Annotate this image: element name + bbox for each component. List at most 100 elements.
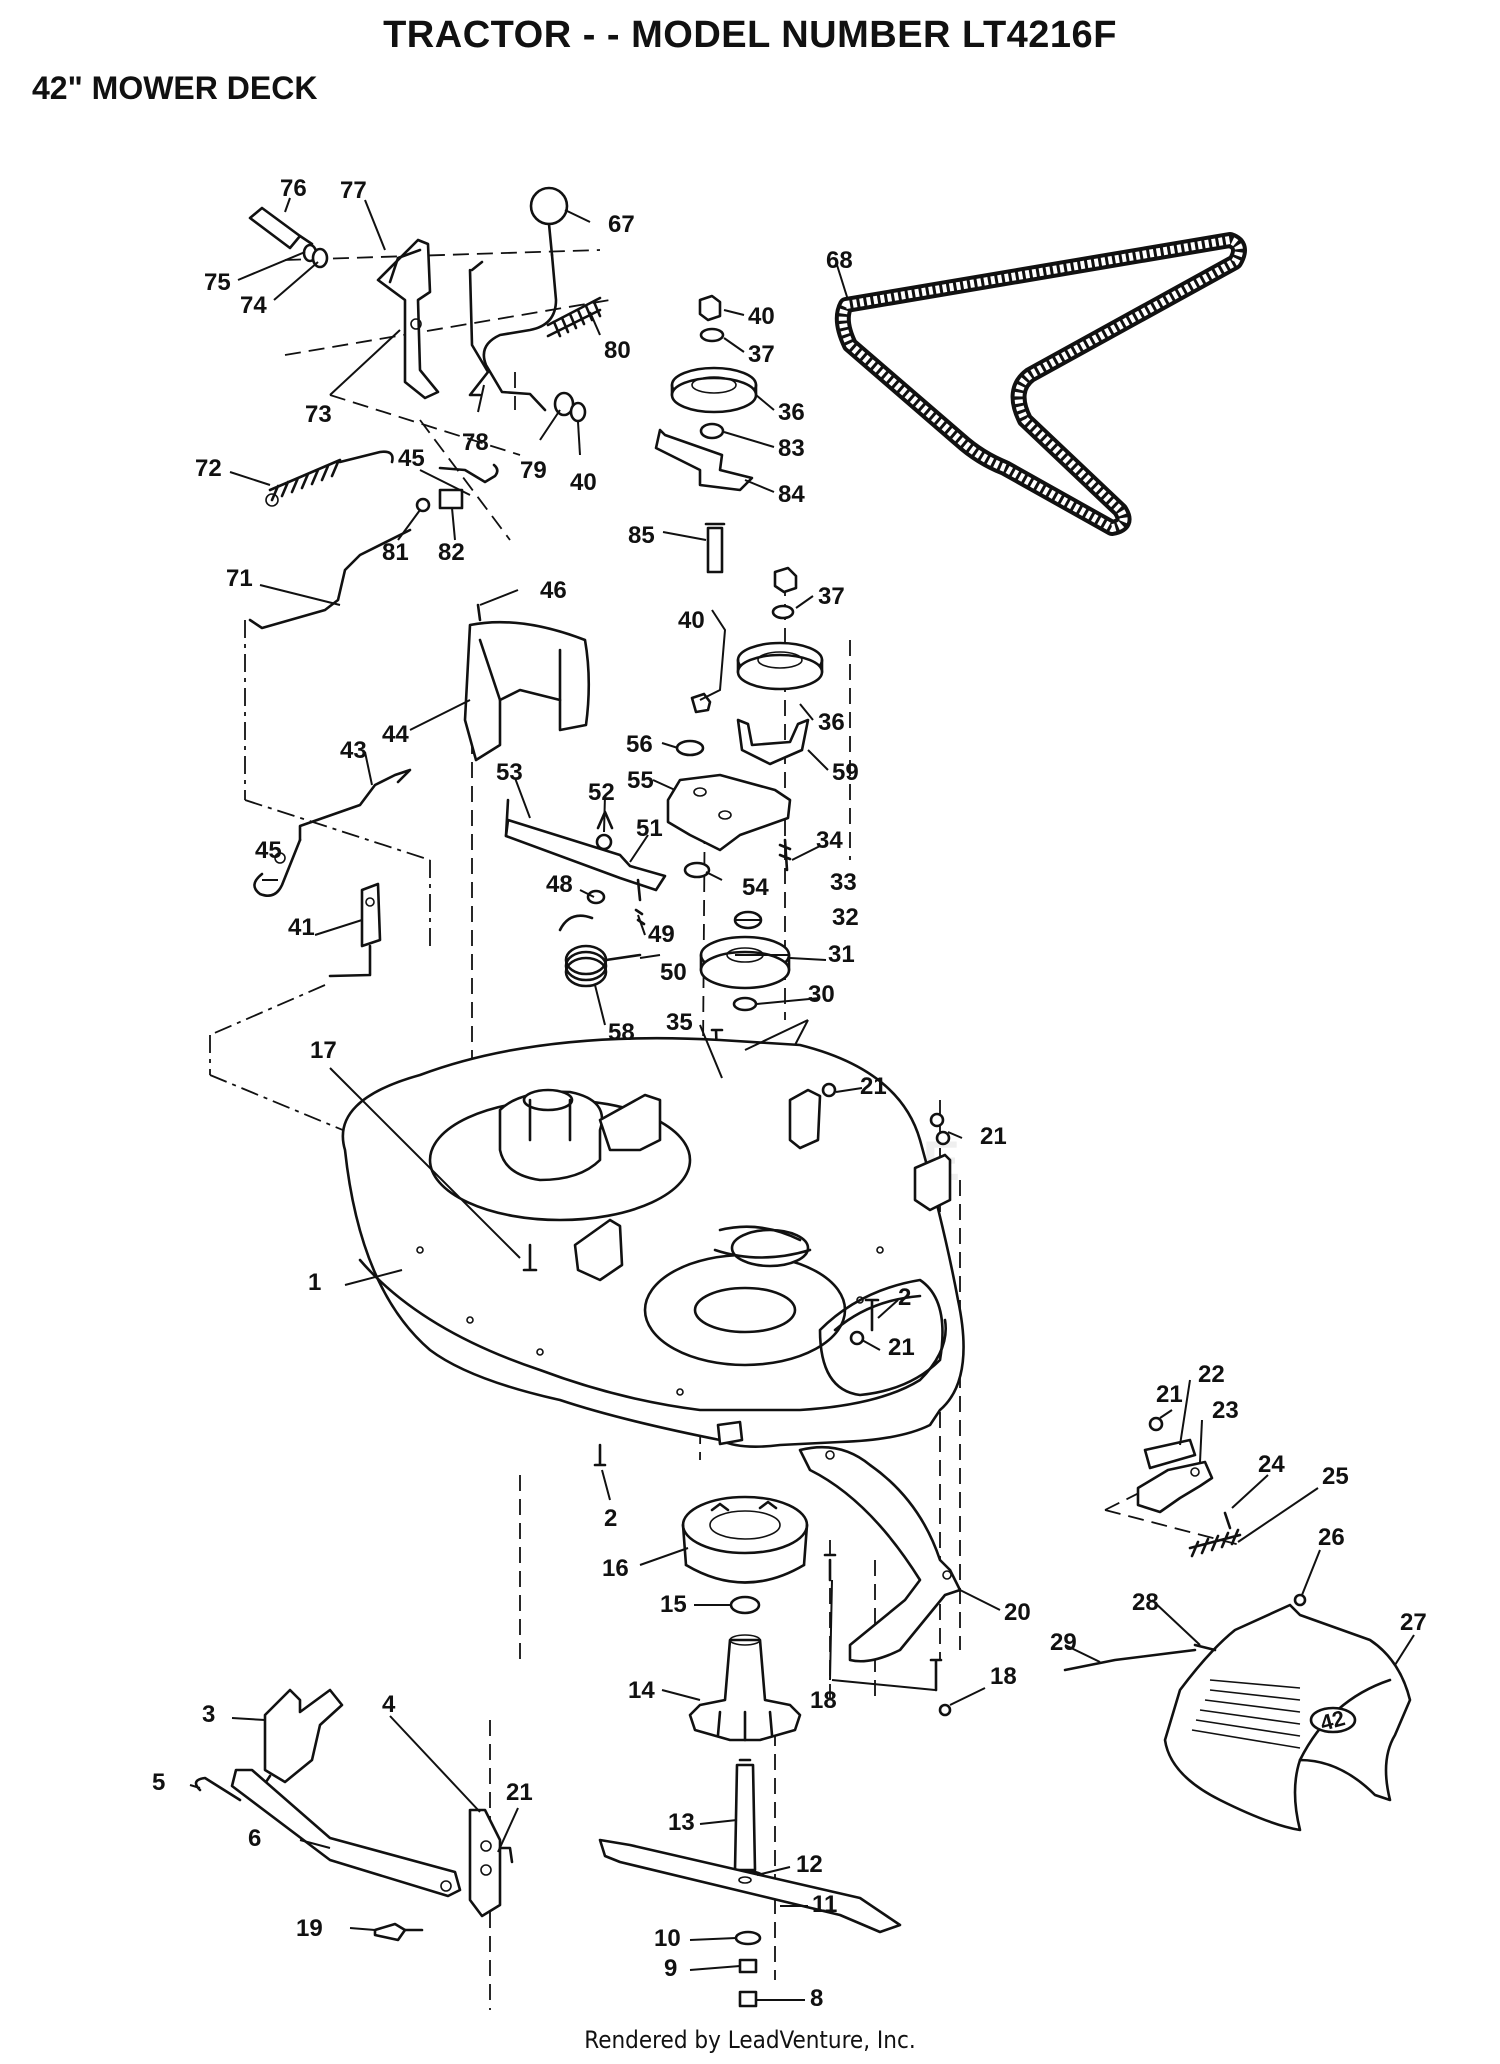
callout-46: 46 [540,577,567,604]
rod-71 [248,528,412,630]
callout-20: 20 [1004,1599,1031,1626]
block-82 [438,488,464,510]
callout-26: 26 [1318,1524,1345,1551]
callout-30: 30 [808,981,835,1008]
callout-44: 44 [382,721,409,748]
callout-52: 52 [588,779,615,806]
callout-76: 76 [280,175,307,202]
callout-80: 80 [604,337,631,364]
discharge-chute-assembly: 42 [1063,1416,1412,1832]
callout-40-a: 40 [570,469,597,496]
callout-43: 43 [340,737,367,764]
callout-74: 74 [240,292,267,319]
callout-82: 82 [438,539,465,566]
callout-12: 12 [796,1851,823,1878]
callout-31: 31 [828,941,855,968]
callout-2-a: 2 [898,1284,911,1311]
callout-23: 23 [1212,1397,1239,1424]
callout-3: 3 [202,1701,215,1728]
callout-24: 24 [1258,1451,1285,1478]
drive-belt-68 [834,232,1247,536]
callout-21-c: 21 [888,1334,915,1361]
callout-34: 34 [816,827,843,854]
deflector-arm-20 [798,1445,962,1717]
callout-21-b: 21 [980,1123,1007,1150]
callout-18-b: 18 [990,1663,1017,1690]
callout-15: 15 [660,1591,687,1618]
callout-68: 68 [826,247,853,274]
callout-11: 11 [812,1891,837,1918]
callout-10: 10 [654,1925,681,1952]
callout-40-c: 40 [678,607,705,634]
callout-56: 56 [626,731,653,758]
callout-21-e: 21 [506,1779,533,1806]
idler-pulley-upper [654,294,758,574]
callout-49: 49 [648,921,675,948]
callout-45-b: 45 [255,837,282,864]
callout-81: 81 [382,539,409,566]
callout-labels: 76 77 67 75 74 73 78 79 40 80 72 45 81 8… [152,175,1427,2012]
callout-50: 50 [660,959,687,986]
callout-29: 29 [1050,1629,1077,1656]
callout-27: 27 [1400,1609,1427,1636]
page-title: TRACTOR - - MODEL NUMBER LT4216F [383,14,1117,56]
blade-pulley-32 [699,910,791,1012]
blade-spindle-assembly [593,1443,902,2008]
callout-33: 33 [830,869,857,896]
callout-36-b: 36 [818,709,845,736]
lift-link-43 [253,768,412,978]
callout-77: 77 [340,177,367,204]
callout-48: 48 [546,871,573,898]
idler-arm-53 [504,798,667,926]
callout-45-a: 45 [398,445,425,472]
callout-6: 6 [248,1825,261,1852]
callout-28: 28 [1132,1589,1159,1616]
link-45-upper [415,463,499,513]
leader-lines [189,197,1415,2001]
callout-73: 73 [305,401,332,428]
idler-plate-55 [666,739,792,879]
callout-71: 71 [226,565,253,592]
spring-58 [558,914,642,988]
lift-lever-assembly [248,186,602,423]
knob [529,186,569,226]
callout-35: 35 [666,1009,693,1036]
callout-18-a: 18 [810,1687,837,1714]
callout-59: 59 [832,759,859,786]
callout-21-a: 21 [860,1073,887,1100]
callout-2-b: 2 [604,1505,617,1532]
front-hanger [194,1688,514,1942]
callout-19: 19 [296,1915,323,1942]
callout-22: 22 [1198,1361,1225,1388]
callout-53: 53 [496,759,523,786]
callout-9: 9 [664,1955,677,1982]
callout-72: 72 [195,455,222,482]
footer-credit: Rendered by LeadVenture, Inc. [584,2026,916,2054]
callout-75: 75 [204,269,231,296]
callout-41: 41 [288,914,315,941]
callout-83: 83 [778,435,805,462]
idler-pulley-lower [690,566,824,766]
callout-17: 17 [310,1037,337,1064]
callout-1: 1 [308,1269,321,1296]
callout-67: 67 [608,211,635,238]
badge-42 [1309,1706,1357,1734]
belt-cover-44 [463,603,591,762]
callout-54: 54 [742,874,769,901]
callout-37-a: 37 [748,341,775,368]
callout-79: 79 [520,457,547,484]
callout-84: 84 [778,481,805,508]
callout-78: 78 [462,429,489,456]
callout-14: 14 [628,1677,655,1704]
callout-55: 55 [627,767,654,794]
callout-8: 8 [810,1985,823,2012]
mower-deck-1 [341,1036,965,1448]
callout-16: 16 [602,1555,629,1582]
callout-4: 4 [382,1691,396,1718]
callout-51: 51 [636,815,663,842]
spring-72 [265,450,394,507]
callout-58: 58 [608,1019,635,1046]
callout-21-d: 21 [1156,1381,1183,1408]
callout-25: 25 [1322,1463,1349,1490]
